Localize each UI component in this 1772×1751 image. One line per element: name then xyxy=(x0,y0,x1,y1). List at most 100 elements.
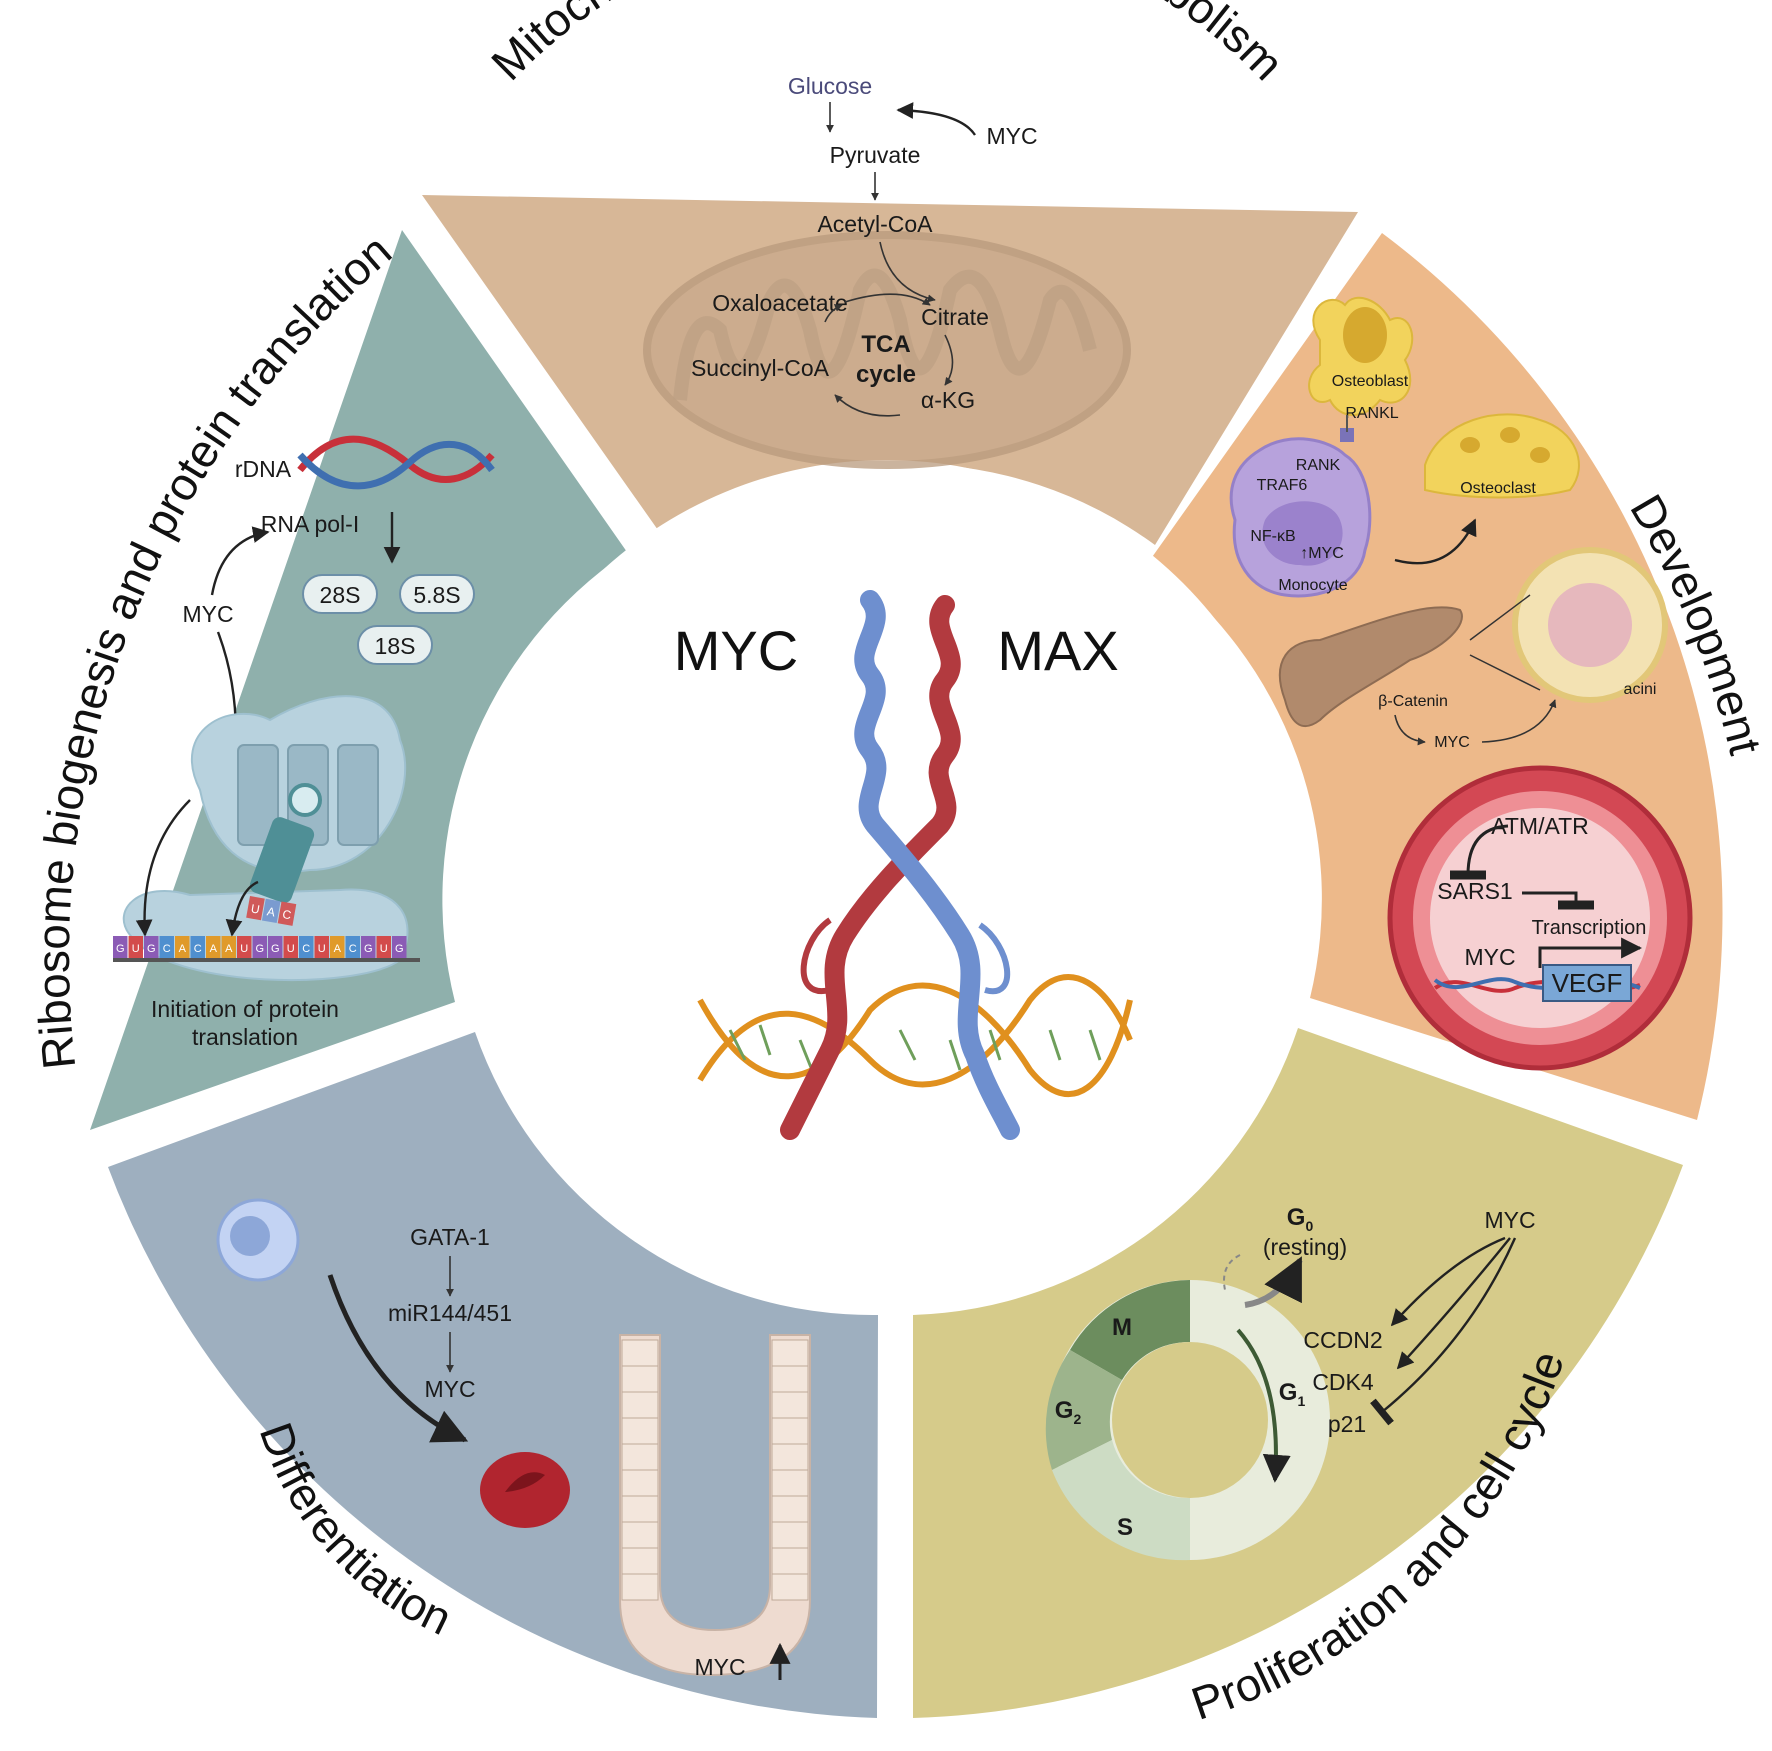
mrna-base xyxy=(299,936,314,958)
villus-cell xyxy=(771,1339,809,1367)
stem-to-rbc-arrow xyxy=(327,1274,469,1443)
rdna-label: rDNA xyxy=(235,456,292,482)
ccdn2-label: CCDN2 xyxy=(1303,1327,1382,1353)
mrna-base xyxy=(345,936,360,958)
mrna-base-letter: U xyxy=(240,943,248,955)
mrna-base-letter: C xyxy=(194,943,202,955)
mrna-base xyxy=(206,936,221,958)
rank-label: RANK xyxy=(1296,457,1341,474)
mrna-base-letter: G xyxy=(147,943,156,955)
nfkb-label: NF-κB xyxy=(1250,528,1295,545)
tca-arrow-1 xyxy=(844,293,931,306)
atm-inhibits-sars1 xyxy=(1449,824,1509,880)
vessel-myc-label: MYC xyxy=(1464,944,1515,970)
g1-to-g0-arrow xyxy=(1244,1256,1303,1308)
amino-acid xyxy=(288,783,322,817)
mitochondrion-cristae xyxy=(673,268,1097,401)
villus-myc-label: MYC xyxy=(694,1654,745,1680)
mrna-base xyxy=(175,936,190,958)
villus-cell xyxy=(621,1469,659,1497)
trna-body xyxy=(249,817,315,903)
mrna-base-letter: U xyxy=(380,943,388,955)
rrna-58s-label: 5.8S xyxy=(413,582,460,608)
mrna-base xyxy=(361,936,376,958)
villus-cell xyxy=(621,1417,659,1445)
tca-label-1: TCA xyxy=(861,331,910,358)
traf6-label: TRAF6 xyxy=(1257,477,1308,494)
mrna-base-letter: G xyxy=(395,943,404,955)
ribosome-site-e xyxy=(237,744,279,846)
mrna-base-letter: C xyxy=(302,943,310,955)
g0-label: G0 xyxy=(1287,1204,1314,1234)
villus-cell xyxy=(771,1443,809,1471)
osteoclast-nucleus xyxy=(1500,427,1520,443)
resting-label: (resting) xyxy=(1263,1234,1347,1260)
mrna-base xyxy=(283,936,298,958)
mrna-base-letter: A xyxy=(210,943,218,955)
dna-backbone-2 xyxy=(697,982,1133,1098)
mrna-base xyxy=(237,936,252,958)
anticodon-letter: U xyxy=(250,901,261,916)
mrna-base xyxy=(330,936,345,958)
osteoclast-cell xyxy=(1424,413,1580,499)
mrna-base xyxy=(376,936,391,958)
rankl-label: RANKL xyxy=(1345,405,1398,422)
differentiation-panel: GATA-1 miR144/451 MYC MYC xyxy=(216,1198,811,1680)
acini-label: acini xyxy=(1624,681,1657,698)
phase-g2-segment xyxy=(1045,1350,1122,1470)
stem-cell-nucleus xyxy=(230,1216,270,1256)
osteoblast-nucleus xyxy=(1343,307,1387,363)
mrna-base-letter: G xyxy=(255,943,264,955)
transcription-start-arrow xyxy=(1538,937,1643,968)
diff-myc-label: MYC xyxy=(424,1376,475,1402)
anticodon-letter: A xyxy=(266,904,276,919)
mrna-base xyxy=(252,936,267,958)
mrna-base xyxy=(221,936,236,958)
mrna-base-letter: U xyxy=(318,943,326,955)
villus-cell xyxy=(621,1365,659,1393)
anticodon-base xyxy=(261,898,281,924)
myc-to-ccdn2-arrow xyxy=(1390,1236,1506,1327)
tca-arrow-3 xyxy=(834,394,901,417)
beta-catenin-label: β-Catenin xyxy=(1378,693,1448,710)
p21-label: p21 xyxy=(1328,1411,1366,1437)
ribosome-inner-arrow xyxy=(225,880,259,937)
rdna-strand-blue xyxy=(297,440,495,490)
dna-bases xyxy=(728,1024,1102,1071)
myc-center-label: MYC xyxy=(674,619,798,682)
translation-caption-2: translation xyxy=(192,1024,298,1050)
anticodon-base xyxy=(277,901,297,926)
mrna-base xyxy=(113,936,128,958)
citrate-label: Citrate xyxy=(921,304,989,330)
vegf-gene-box xyxy=(1542,964,1632,1002)
mir-label: miR144/451 xyxy=(388,1300,512,1326)
rrna-28s-label: 28S xyxy=(320,582,361,608)
villus-cell xyxy=(771,1495,809,1523)
acini-center xyxy=(1548,583,1632,667)
phase-m-segment xyxy=(1070,1280,1190,1380)
mrna-base xyxy=(268,936,283,958)
translation-caption-1: Initiation of protein xyxy=(151,996,339,1022)
osteoclast-label: Osteoclast xyxy=(1460,480,1536,497)
mrna-base-letter: A xyxy=(179,943,187,955)
villus-cell xyxy=(771,1521,809,1549)
ribosome-left-arrow xyxy=(135,799,191,937)
villus-cell xyxy=(621,1339,659,1367)
mrna-base-letter: U xyxy=(132,943,140,955)
red-blood-cell xyxy=(480,1452,570,1528)
mrna-base-letter: G xyxy=(364,943,373,955)
villus-cells xyxy=(621,1339,809,1601)
mrna-base xyxy=(392,936,407,958)
myc-inhibits-p21 xyxy=(1370,1237,1517,1426)
mrna-base-letter: G xyxy=(116,943,125,955)
g0-return-arrow xyxy=(1223,1254,1241,1291)
vegf-label: VEGF xyxy=(1552,968,1623,998)
ribosome-site-a xyxy=(337,744,379,846)
acetylcoa-citrate-arrow xyxy=(879,241,936,303)
rbc-center xyxy=(505,1472,545,1492)
catenin-to-myc-arrow xyxy=(1394,714,1426,746)
villus-cell xyxy=(621,1443,659,1471)
villus-cell xyxy=(621,1495,659,1523)
